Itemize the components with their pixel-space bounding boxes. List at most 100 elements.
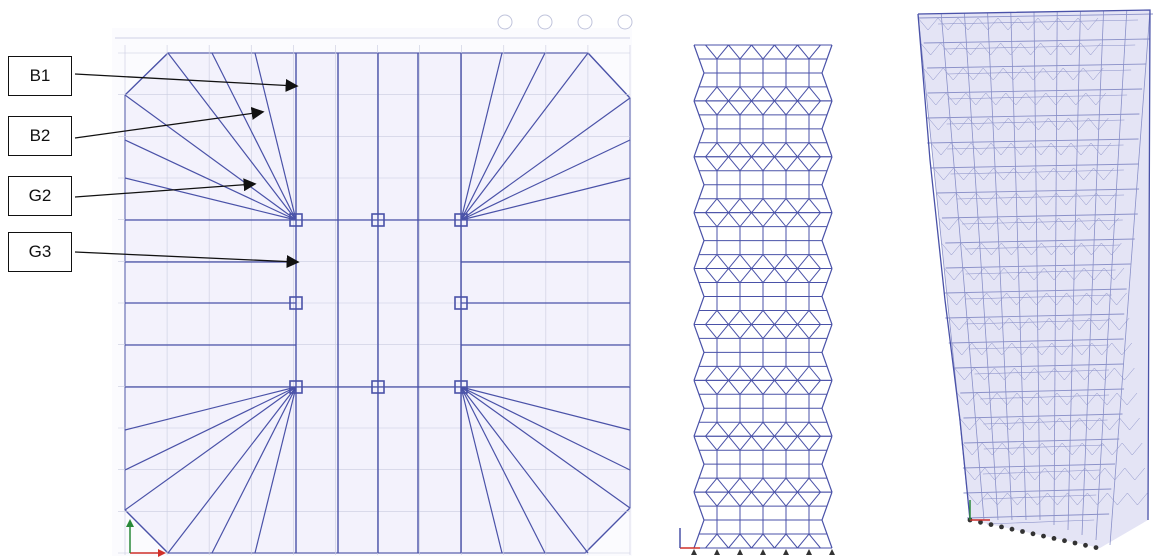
tower-brace <box>1046 292 1057 306</box>
tower-brace <box>986 392 998 406</box>
elevation-brace <box>751 380 775 396</box>
tower-brace <box>1057 17 1069 31</box>
tower-brace <box>986 292 997 306</box>
tower-floor-line <box>968 344 1109 350</box>
tower-brace <box>1026 392 1038 406</box>
tower-brace <box>1095 92 1106 106</box>
elevation-support <box>783 549 789 555</box>
tower-floor-line <box>963 488 1112 494</box>
tower-brace <box>1011 242 1022 256</box>
tower-brace <box>953 167 964 181</box>
tower-brace <box>1068 217 1079 231</box>
tower-brace <box>1026 192 1037 206</box>
elevation-brace <box>797 212 821 228</box>
tower-support <box>1020 529 1025 534</box>
tower-brace <box>1006 292 1017 306</box>
tower-floor-line <box>917 13 1154 19</box>
plan-member <box>460 177 631 221</box>
tower-brace <box>940 42 951 56</box>
tower-brace <box>970 142 982 156</box>
tower-brace <box>954 367 965 381</box>
tower-brace <box>983 67 994 81</box>
tower-brace <box>1054 467 1065 481</box>
tower-brace <box>920 42 931 56</box>
elevation-brace <box>705 491 729 507</box>
tower-brace <box>972 442 983 456</box>
elevation-brace <box>705 86 729 102</box>
elevation-brace <box>728 324 752 340</box>
tower-support <box>978 519 983 525</box>
tower-brace <box>1096 192 1107 206</box>
tower-edge <box>917 9 1151 521</box>
tower-brace <box>959 417 970 431</box>
tower-brace <box>1031 242 1042 256</box>
tower-brace <box>1106 292 1117 306</box>
tower-brace <box>1109 417 1120 431</box>
elevation-edge <box>821 212 833 269</box>
plan-member <box>124 177 297 221</box>
tower-brace <box>1091 342 1102 356</box>
tower-floor-line <box>954 363 1125 369</box>
tower-brace <box>1070 42 1081 56</box>
tower-brace <box>1021 342 1032 356</box>
tower-support <box>1083 542 1088 548</box>
elevation-brace <box>728 86 752 102</box>
plan-member <box>124 386 297 471</box>
tower-brace <box>964 467 975 481</box>
elevation-brace <box>774 435 798 451</box>
tower-brace <box>1003 167 1014 181</box>
elevation-support <box>760 549 766 555</box>
tower-brace <box>938 117 949 131</box>
elevation-edge <box>821 380 833 437</box>
tower-brace <box>1047 492 1058 506</box>
tower-brace <box>1083 267 1095 281</box>
tower-brace <box>999 417 1010 431</box>
tower-brace <box>1003 67 1014 81</box>
tower-brace <box>1048 217 1059 231</box>
tower-brace <box>1038 217 1049 231</box>
tower-edge <box>917 13 971 521</box>
tower-brace <box>1071 242 1082 256</box>
elevation-brace <box>705 365 729 381</box>
tower-brace <box>1001 242 1012 256</box>
tower-brace <box>1114 367 1125 381</box>
tower-brace <box>1041 342 1052 356</box>
elevation-brace <box>705 253 729 269</box>
tower-brace <box>1036 292 1047 306</box>
tower-brace <box>968 117 979 131</box>
tower-brace <box>986 192 997 206</box>
elevation-brace <box>774 533 798 549</box>
tower-brace <box>1001 342 1012 356</box>
elevation-brace <box>797 533 821 549</box>
elevation-brace <box>774 309 798 325</box>
plan-member <box>124 139 297 221</box>
tower-support <box>1072 540 1078 546</box>
tower-brace <box>1063 267 1075 281</box>
elevation-brace <box>751 309 775 325</box>
tower-floor-line <box>947 94 1128 100</box>
elevation-brace <box>705 156 729 172</box>
tower-brace <box>1087 17 1099 31</box>
tower-brace <box>1060 42 1071 56</box>
tower-brace <box>948 117 959 131</box>
tower-brace <box>1017 492 1028 506</box>
tower-brace <box>1051 342 1062 356</box>
elevation-brace <box>751 365 775 381</box>
tower-brace <box>1005 92 1016 106</box>
tower-brace <box>1090 42 1101 56</box>
elevation-brace <box>705 324 729 340</box>
tower-brace <box>979 317 990 331</box>
tower-brace <box>963 267 975 281</box>
elevation-brace <box>705 142 729 158</box>
elevation-brace <box>751 197 775 213</box>
tower-column-line <box>1053 11 1058 526</box>
tower-brace <box>1086 292 1097 306</box>
tower-brace <box>1129 417 1140 431</box>
tower-floor-line <box>937 19 1139 25</box>
tower-brace <box>949 317 960 331</box>
elevation-edge <box>821 324 833 381</box>
tower-brace <box>1127 492 1138 506</box>
elevation-brace <box>774 324 798 340</box>
elevation-brace <box>751 324 775 340</box>
